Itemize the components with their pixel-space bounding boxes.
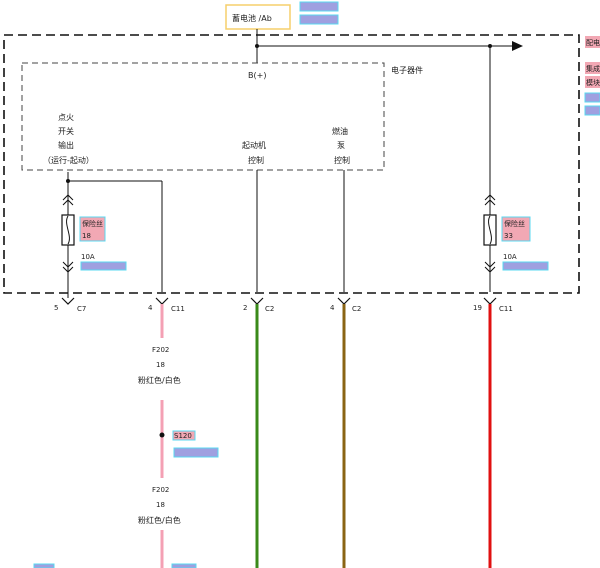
pin-c2-2 [250, 297, 264, 305]
pin-number-4: 4 [330, 304, 335, 312]
ign-text-1: 点火 [58, 113, 74, 122]
bottom-tag-mid [171, 563, 197, 568]
pin-number-1: 5 [54, 304, 58, 312]
pin-c11-4 [155, 297, 169, 305]
splice-blue-tag [173, 447, 219, 458]
fuse-right-chevron-4 [484, 266, 496, 273]
pink-upper-color: 粉红色/白色 [138, 375, 181, 385]
battery-box [225, 4, 291, 30]
edge-label-1: 配电 [586, 38, 600, 47]
fuse-right-blue-tag [502, 261, 549, 271]
pin-connector-2: C11 [171, 305, 185, 313]
ign-text-3: 输出 [58, 140, 74, 150]
fuse-left-name: 保险丝 [82, 219, 103, 228]
ign-text-2: 开关 [58, 126, 74, 136]
edge-label-3: 模块 [586, 78, 600, 87]
pink-upper-circuit: F202 [152, 346, 169, 354]
splice-label: S120 [174, 432, 192, 440]
pin-connector-3: C2 [265, 305, 274, 313]
fuel-text-3: 控制 [334, 155, 350, 165]
pink-upper-gauge: 18 [156, 361, 165, 369]
fuse-left-number: 18 [82, 232, 91, 240]
fuse-left-chevron-4 [62, 266, 74, 273]
bottom-tag-left [33, 563, 55, 568]
fuse-left-rating: 10A [81, 253, 95, 261]
splice-tag [172, 430, 196, 441]
fuse-left-chevron-3 [62, 261, 74, 268]
edge-tag-3 [585, 76, 600, 88]
module-frame [3, 34, 580, 294]
pin-connector-4: C2 [352, 305, 361, 313]
fuse-left-blue-tag [80, 261, 127, 271]
pin-c7-5 [61, 297, 75, 305]
fuse-left-chevron-1 [62, 194, 74, 201]
edge-tag-2 [585, 62, 600, 74]
bplus-label: B(+) [248, 71, 266, 80]
edge-tag-4 [584, 92, 600, 103]
pink-lower-circuit: F202 [152, 486, 169, 494]
electronic-device-box [21, 62, 385, 171]
fuse-right-name: 保险丝 [504, 219, 525, 228]
starter-text-1: 起动机 [242, 140, 266, 150]
battery-tag-1 [299, 1, 339, 12]
fuse-right-rating: 10A [503, 253, 517, 261]
fuse-right-element [488, 215, 492, 245]
pin-number-2: 4 [148, 304, 153, 312]
pin-number-3: 2 [243, 304, 247, 312]
module-label: 电子器件 [391, 65, 423, 75]
fuse-left-tag [79, 216, 106, 242]
fuse-right-chevron-2 [484, 199, 496, 206]
fuse-right-chevron-3 [484, 261, 496, 268]
edge-label-2: 集成 [586, 64, 600, 73]
pin-number-5: 19 [473, 304, 482, 312]
fuel-text-2: 泵 [337, 141, 345, 150]
edge-tag-1 [585, 36, 600, 48]
bus-arrow [512, 41, 523, 51]
fuse-right-number: 33 [504, 232, 513, 240]
pin-connector-1: C7 [77, 305, 86, 313]
pin-c2-4 [337, 297, 351, 305]
battery-tag-2 [299, 14, 339, 25]
pink-lower-gauge: 18 [156, 501, 165, 509]
ign-text-4: （运行-起动） [43, 155, 94, 165]
fuel-text-1: 燃油 [332, 126, 348, 136]
pin-c11-19 [483, 297, 497, 305]
battery-label: 蓄电池 /Ab [232, 13, 272, 23]
starter-text-2: 控制 [248, 155, 264, 165]
fuse-left-chevron-2 [62, 199, 74, 206]
fuse-right-chevron-1 [484, 194, 496, 201]
pin-connector-5: C11 [499, 305, 513, 313]
pink-lower-color: 粉红色/白色 [138, 515, 181, 525]
fuse-left-element [66, 215, 70, 245]
fuse-right-tag [501, 216, 531, 242]
edge-tag-5 [584, 105, 600, 116]
splice-node [159, 432, 165, 438]
